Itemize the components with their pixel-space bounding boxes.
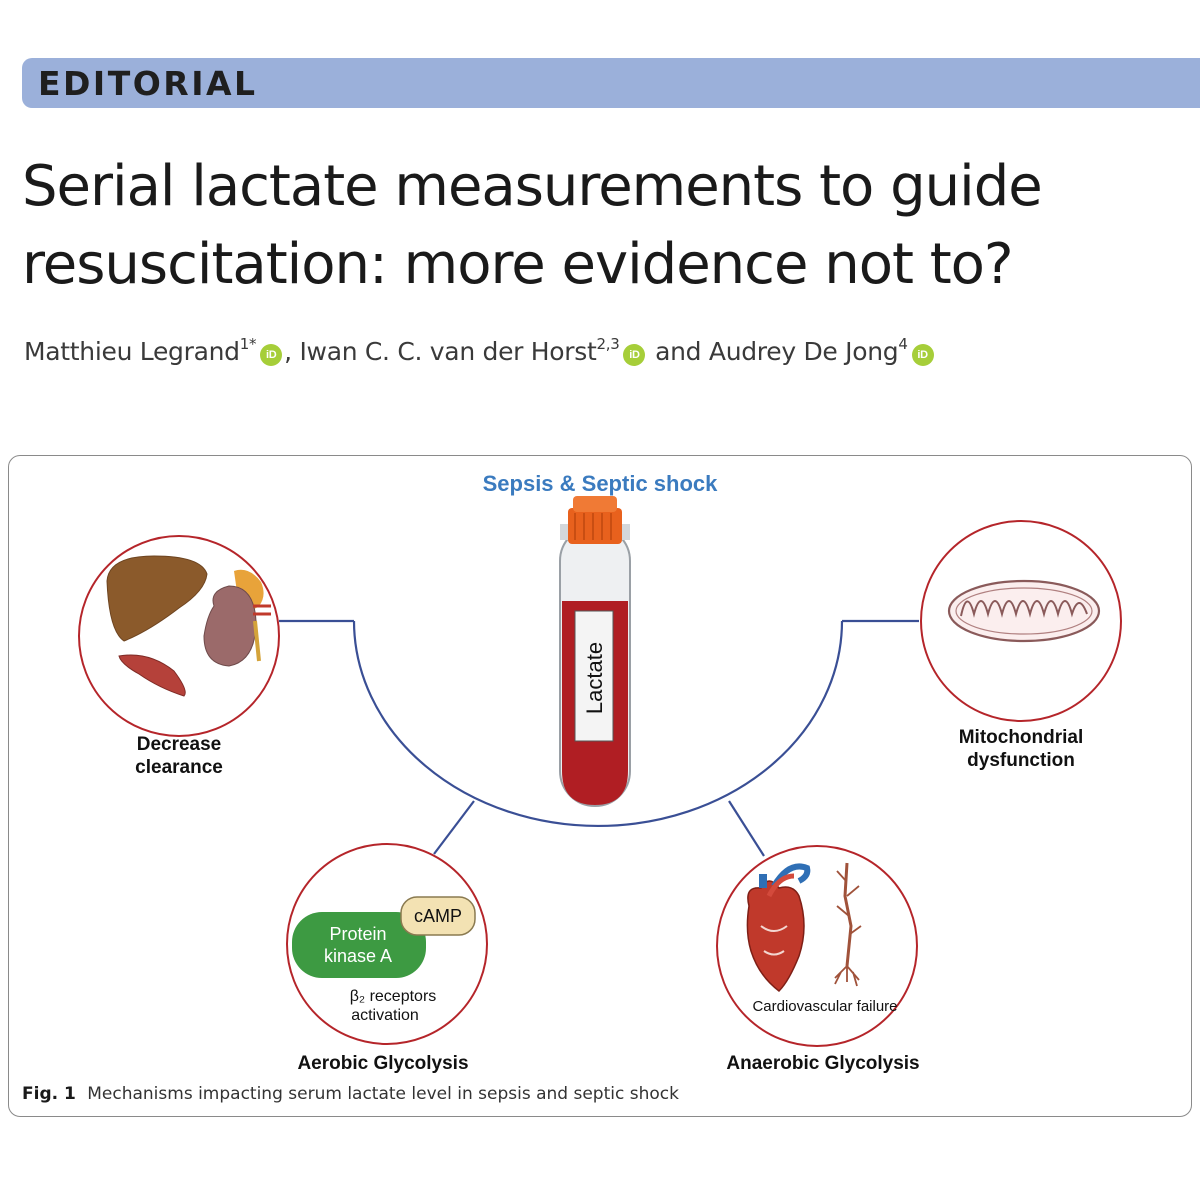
receptor-label-1: β₂ receptors — [350, 988, 437, 1005]
section-label: EDITORIAL — [38, 64, 258, 103]
connector-arc — [352, 620, 844, 828]
node-mitochondrial-dysfunction: Mitochondrial dysfunction — [920, 520, 1122, 771]
camp-label: cAMP — [414, 906, 462, 926]
receptor-label-2: activation — [351, 1007, 419, 1024]
figure-panel: Sepsis & Septic shock Lactate Decrease — [8, 455, 1192, 1117]
author-list: Matthieu Legrand1*iD, Iwan C. C. van der… — [24, 335, 936, 366]
orcid-icon[interactable]: iD — [911, 344, 934, 366]
section-banner: EDITORIAL — [22, 58, 1200, 108]
title-line-2: resuscitation: more evidence not to? — [22, 232, 1014, 297]
figure-heading: Sepsis & Septic shock — [483, 471, 719, 496]
heart-icon — [746, 863, 811, 992]
author-separator: , — [284, 337, 300, 366]
clearance-label-1: Decrease — [137, 734, 222, 755]
node-decrease-clearance: Decrease clearance — [78, 535, 280, 778]
author-affiliation: 2,3 — [596, 335, 620, 353]
pka-box — [292, 912, 426, 978]
muscle-icon — [118, 654, 186, 697]
figure-caption: Fig. 1 Mechanisms impacting serum lactat… — [22, 1084, 679, 1104]
caption-text: Mechanisms impacting serum lactate level… — [87, 1084, 679, 1104]
author-affiliation: 4 — [898, 335, 908, 353]
article-title: Serial lactate measurements to guide res… — [22, 148, 1192, 304]
cardio-label: Cardiovascular failure — [752, 998, 897, 1015]
liver-icon — [106, 555, 208, 642]
kidney-icon — [203, 569, 271, 667]
clearance-label-2: clearance — [135, 757, 223, 778]
orcid-icon[interactable]: iD — [260, 344, 283, 366]
tube-label: Lactate — [582, 642, 607, 714]
orcid-icon[interactable]: iD — [623, 344, 646, 366]
author-name[interactable]: Matthieu Legrand — [24, 337, 240, 366]
blood-tube-icon: Lactate — [559, 496, 631, 807]
connector-anaerobic — [728, 800, 765, 857]
author-affiliation: 1* — [239, 335, 257, 353]
node-anaerobic-glycolysis: Cardiovascular failure Anaerobic Glycoly… — [716, 845, 920, 1074]
camp-box — [400, 896, 476, 936]
pka-label-1: Protein — [329, 924, 386, 944]
caption-label: Fig. 1 — [22, 1084, 76, 1104]
node-aerobic-glycolysis: Protein kinase A cAMP β₂ receptors activ… — [286, 843, 488, 1074]
vessel-icon — [834, 862, 862, 987]
author-separator: and — [647, 337, 709, 366]
figure-diagram: Sepsis & Septic shock Lactate Decrease — [78, 471, 1122, 1074]
mito-label-2: dysfunction — [967, 750, 1075, 771]
anaerobic-title: Anaerobic Glycolysis — [726, 1053, 919, 1074]
connector-aerobic — [433, 800, 475, 855]
pka-label-2: kinase A — [324, 946, 392, 966]
author-name[interactable]: Iwan C. C. van der Horst — [299, 337, 597, 366]
author-name[interactable]: Audrey De Jong — [708, 337, 899, 366]
mito-label-1: Mitochondrial — [959, 727, 1084, 748]
aerobic-title: Aerobic Glycolysis — [297, 1053, 468, 1074]
title-line-1: Serial lactate measurements to guide — [22, 154, 1043, 219]
mitochondrion-icon — [947, 579, 1101, 643]
